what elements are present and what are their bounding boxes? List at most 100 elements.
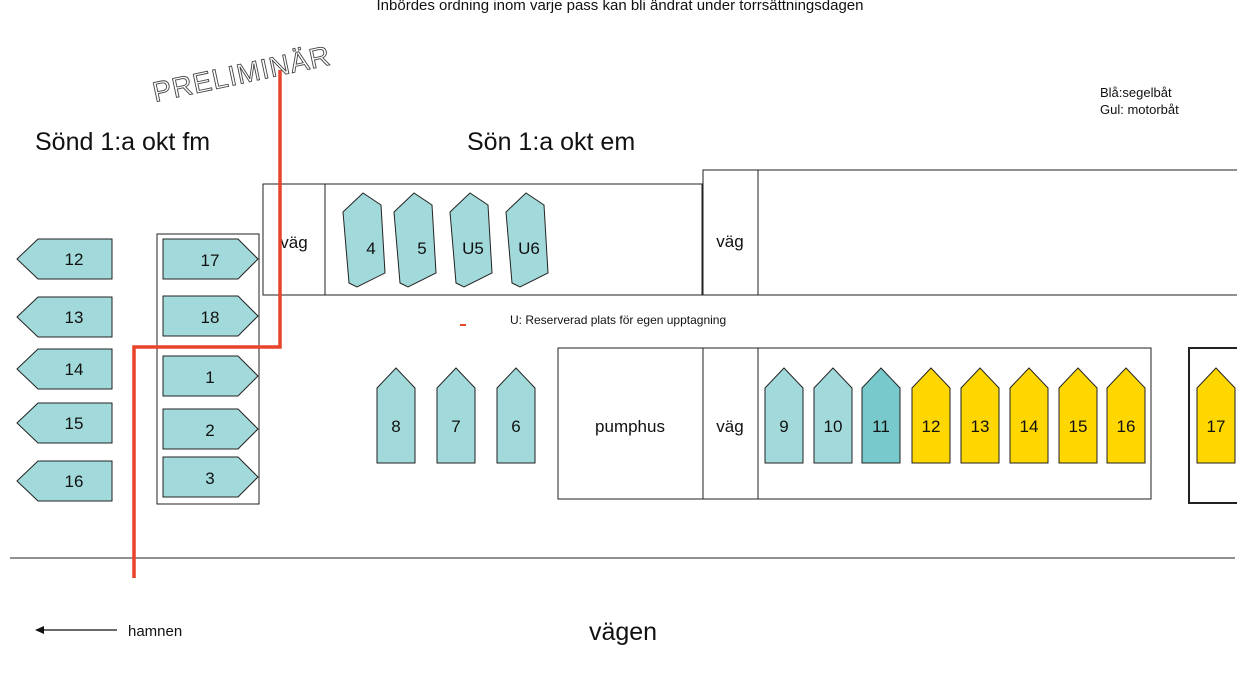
boat-left-12: 12	[16, 238, 113, 280]
harbour-label: hamnen	[128, 623, 182, 640]
boat-mid-17-hull	[162, 238, 259, 280]
boat-row-motor-15-label: 15	[1069, 417, 1088, 436]
road-label-2: väg	[716, 232, 743, 251]
boat-top-5-hull	[393, 192, 437, 288]
boat-row-sail-10-hull	[813, 367, 853, 464]
boat-left-13-label: 13	[65, 308, 84, 327]
boat-mid-1: 1	[162, 355, 259, 397]
boat-row-sail-9-label: 9	[779, 417, 788, 436]
boat-top-4: 4	[342, 192, 386, 288]
boat-row-motor-14-hull	[1009, 367, 1049, 464]
road-label-3: väg	[716, 417, 743, 436]
boat-left-15-hull	[16, 402, 113, 444]
header-note: Inbördes ordning inom varje pass kan bli…	[377, 0, 864, 14]
boat-lower-8-label: 8	[391, 417, 400, 436]
boat-top-5: 5	[393, 192, 437, 288]
boat-row-sail-11-hull	[861, 367, 901, 464]
road-label: vägen	[589, 618, 657, 646]
boat-top-4-label: 4	[366, 239, 375, 258]
boat-mid-18: 18	[162, 295, 259, 337]
boat-row-sail-11: 11	[861, 367, 901, 464]
boat-left-15-label: 15	[65, 414, 84, 433]
boat-row-motor-13: 13	[960, 367, 1000, 464]
boat-lower-6-hull	[496, 367, 536, 464]
boat-mid-18-hull	[162, 295, 259, 337]
boat-left-15: 15	[16, 402, 113, 444]
boat-left-13: 13	[16, 296, 113, 338]
boat-mid-18-label: 18	[201, 308, 220, 327]
boat-row-motor-15-hull	[1058, 367, 1098, 464]
boat-row-motor-14: 14	[1009, 367, 1049, 464]
boat-mid-3-hull	[162, 456, 259, 498]
boat-lower-8-hull	[376, 367, 416, 464]
boat-mid-1-hull	[162, 355, 259, 397]
boat-left-13-hull	[16, 296, 113, 338]
boat-row-sail-9: 9	[764, 367, 804, 464]
boat-mid-2-hull	[162, 408, 259, 450]
boat-row-motor-16-hull	[1106, 367, 1146, 464]
boat-lower-6: 6	[496, 367, 536, 464]
boat-left-14-label: 14	[65, 360, 84, 379]
boat-mid-17: 17	[162, 238, 259, 280]
boat-left-14: 14	[16, 348, 113, 390]
boat-top-U6: U6	[505, 192, 549, 288]
session-fm-title: Sönd 1:a okt fm	[35, 128, 210, 156]
boat-mid-3-label: 3	[205, 469, 214, 488]
pumphouse-label: pumphus	[595, 417, 665, 436]
middle-column-frame	[156, 233, 260, 505]
boat-lower-6-label: 6	[511, 417, 520, 436]
boat-row-motor-12-hull	[911, 367, 951, 464]
boat-row-motor-16-label: 16	[1117, 417, 1136, 436]
boat-left-16-label: 16	[65, 472, 84, 491]
boat-row-motor-15: 15	[1058, 367, 1098, 464]
lower-row-frame	[757, 347, 1152, 500]
boat-row-motor-14-label: 14	[1020, 417, 1039, 436]
boat-mid-2: 2	[162, 408, 259, 450]
boat-left-14-hull	[16, 348, 113, 390]
boat-mid-17-label: 17	[201, 251, 220, 270]
top-row-frame	[324, 183, 703, 296]
boat-lower-7-label: 7	[451, 417, 460, 436]
boat-row-sail-10: 10	[813, 367, 853, 464]
top-right-frame	[757, 169, 1237, 296]
boat-row-sail-9-hull	[764, 367, 804, 464]
far-right-frame	[1188, 347, 1237, 504]
boat-row-sail-11-label: 11	[872, 417, 890, 436]
boat-row-motor-17-label: 17	[1207, 417, 1226, 436]
boat-top-U5-hull	[449, 192, 493, 288]
boat-mid-1-label: 1	[205, 368, 214, 387]
preliminary-watermark: PRELIMINÄR	[150, 40, 334, 108]
boat-top-5-label: 5	[417, 239, 426, 258]
boat-row-motor-12: 12	[911, 367, 951, 464]
boat-mid-3: 3	[162, 456, 259, 498]
boat-top-U6-label: U6	[518, 239, 540, 258]
legend-sail: Blå:segelbåt	[1100, 85, 1172, 100]
session-divider-line	[132, 70, 282, 578]
boat-mid-2-label: 2	[205, 421, 214, 440]
boat-row-sail-10-label: 10	[824, 417, 843, 436]
boat-left-12-hull	[16, 238, 113, 280]
boat-top-U5: U5	[449, 192, 493, 288]
boat-row-motor-16: 16	[1106, 367, 1146, 464]
arrow-left-icon	[35, 626, 44, 634]
boat-top-4-hull	[342, 192, 386, 288]
boat-top-U5-label: U5	[462, 239, 484, 258]
boat-lower-8: 8	[376, 367, 416, 464]
boat-left-16-hull	[16, 460, 113, 502]
legend-motor: Gul: motorbåt	[1100, 102, 1179, 117]
boat-row-motor-13-label: 13	[971, 417, 990, 436]
boat-row-motor-12-label: 12	[922, 417, 941, 436]
session-em-title: Sön 1:a okt em	[467, 128, 635, 156]
boat-left-16: 16	[16, 460, 113, 502]
road-label-1: väg	[280, 233, 307, 252]
boat-left-12-label: 12	[65, 250, 84, 269]
boat-row-motor-17-hull	[1196, 367, 1236, 464]
boat-row-motor-17: 17	[1196, 367, 1236, 464]
boat-lower-7: 7	[436, 367, 476, 464]
boat-row-motor-13-hull	[960, 367, 1000, 464]
boat-top-U6-hull	[505, 192, 549, 288]
boat-lower-7-hull	[436, 367, 476, 464]
